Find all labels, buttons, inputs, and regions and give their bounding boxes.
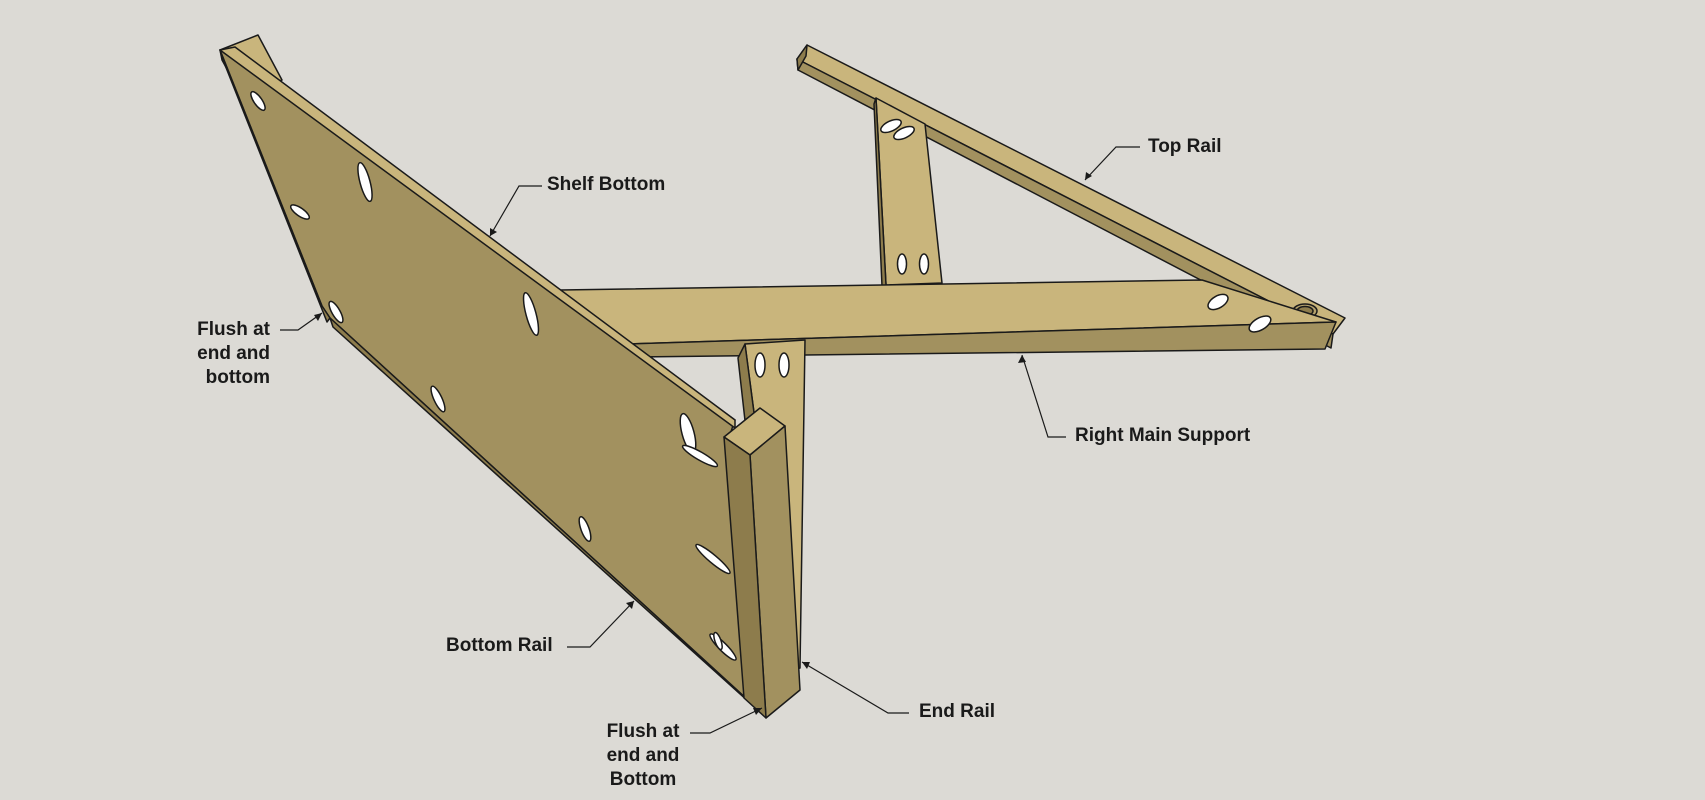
leader-flush-left	[280, 312, 323, 331]
shelf-bottom-panel	[219, 46, 761, 713]
arrow-end-rail	[802, 662, 810, 669]
arrow-bottom-rail	[626, 601, 634, 609]
leader-shelf-bottom	[489, 185, 542, 237]
top-rail	[796, 44, 1346, 349]
label-top-rail: Top Rail	[1148, 136, 1222, 157]
leader-flush-bottom	[690, 707, 763, 734]
label-flush-bottom-line-2: end and	[606, 745, 680, 766]
pocket-holes	[250, 90, 737, 661]
label-bottom-rail: Bottom Rail	[446, 635, 553, 656]
label-flush-left-line-3: bottom	[205, 367, 270, 388]
right-main-support	[559, 279, 1337, 358]
arrow-shelf-bottom	[490, 228, 497, 236]
upper-upright	[873, 97, 943, 287]
label-shelf-bottom: Shelf Bottom	[547, 174, 666, 195]
label-flush-left: Flush at end and bottom	[170, 318, 270, 390]
label-flush-left-line-2: end and	[197, 343, 270, 364]
leader-bottom-rail	[567, 600, 635, 648]
label-flush-left-line-1: Flush at	[197, 319, 270, 340]
arrow-top-rail	[1085, 172, 1092, 180]
label-flush-bottom: Flush at end and Bottom	[593, 720, 693, 792]
leader-right-main-support	[1021, 354, 1066, 438]
arrow-flush-bottom	[753, 708, 762, 715]
label-end-rail: End Rail	[919, 701, 996, 722]
label-right-main-support: Right Main Support	[1075, 425, 1251, 446]
label-flush-bottom-line-3: Bottom	[609, 769, 677, 790]
arrow-flush-left	[314, 313, 322, 321]
arrow-right-main-support	[1018, 355, 1026, 363]
label-flush-bottom-line-1: Flush at	[606, 721, 680, 742]
leader-end-rail	[801, 661, 909, 714]
end-rail	[723, 407, 801, 719]
leader-top-rail	[1084, 146, 1140, 181]
